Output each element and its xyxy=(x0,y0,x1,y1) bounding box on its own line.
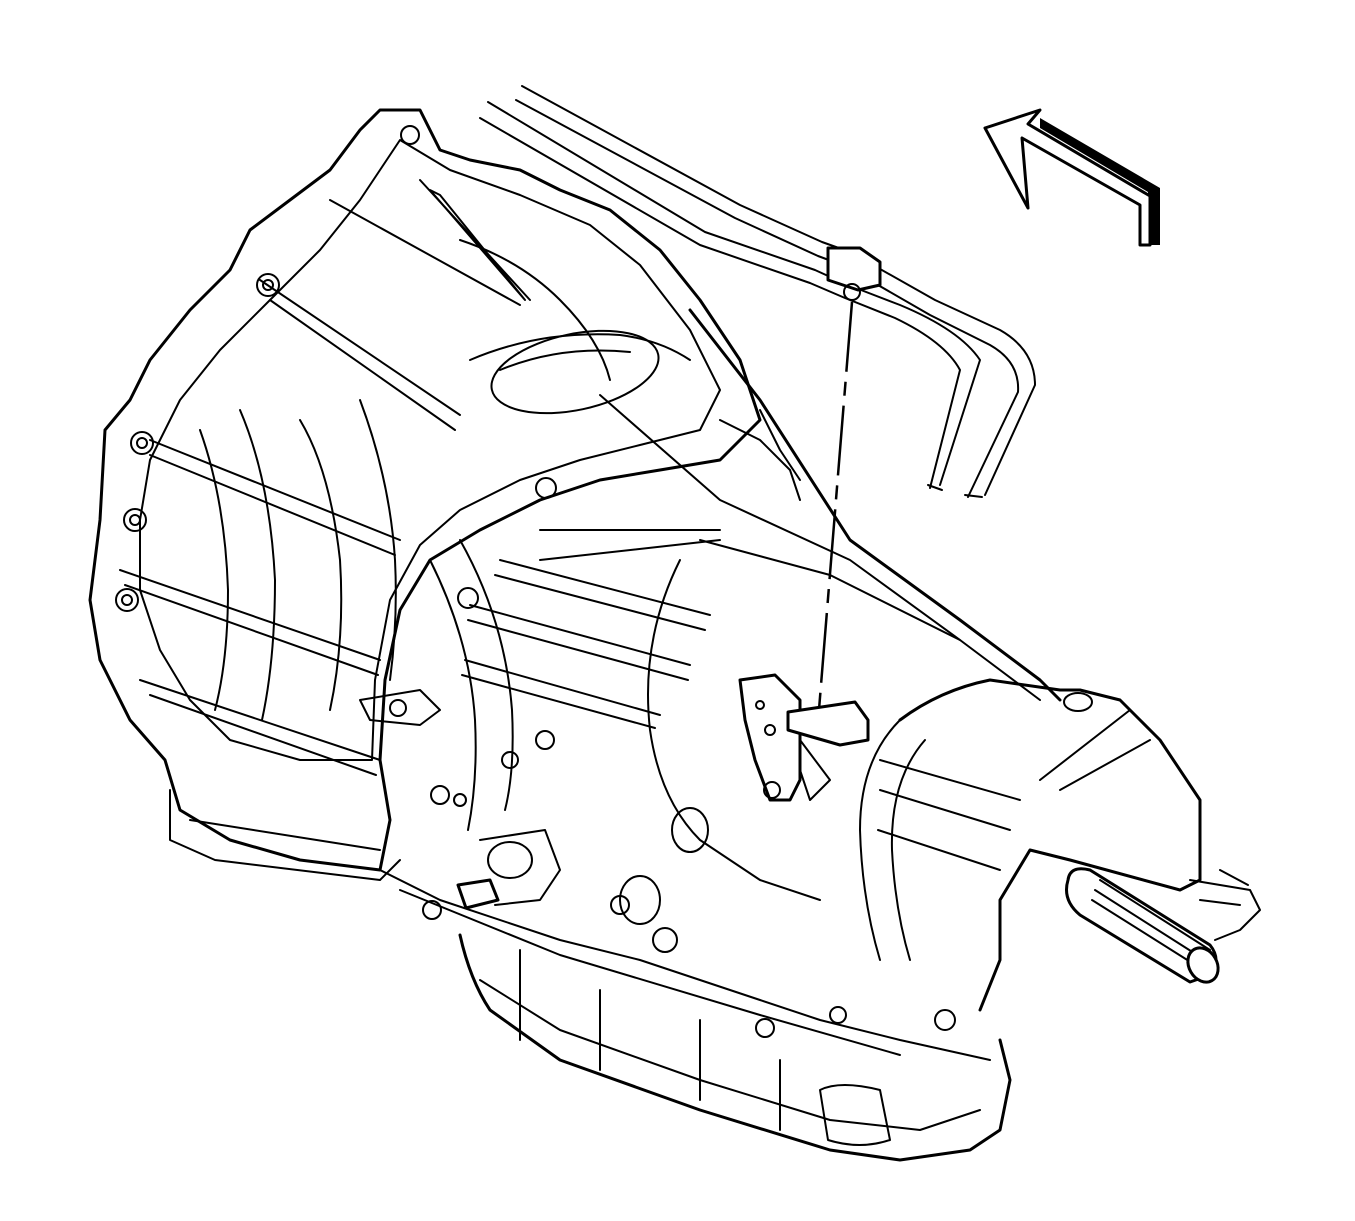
main-case xyxy=(359,308,1062,925)
cooler-lines xyxy=(479,85,1036,498)
direction-arrow-icon xyxy=(983,100,1160,247)
bell-housing xyxy=(88,108,762,881)
extension-housing xyxy=(859,678,1261,1012)
oil-pan xyxy=(379,829,1012,1162)
install-leader-line xyxy=(816,301,854,723)
mounting-bracket xyxy=(738,673,870,802)
